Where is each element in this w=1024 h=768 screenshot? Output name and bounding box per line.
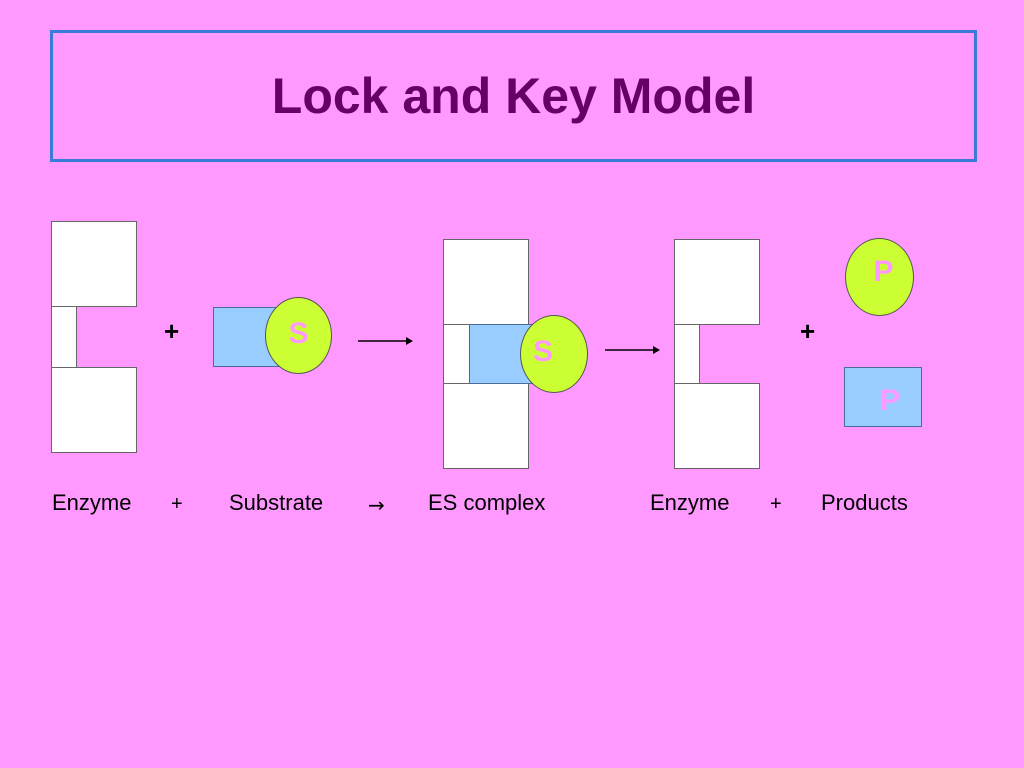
es-enzyme-active-site [443, 324, 470, 384]
enzyme-1-active-site [51, 306, 77, 368]
caption-plus-2: + [770, 493, 782, 515]
title-box: Lock and Key Model [50, 30, 977, 162]
caption-plus-1: + [171, 493, 183, 515]
caption-enzyme: Enzyme [52, 490, 132, 515]
substrate-letter: S [288, 316, 309, 350]
caption-es-complex: ES complex [428, 490, 546, 515]
product-rect-letter: P [880, 384, 901, 417]
enzyme-2-top-block [674, 239, 760, 325]
plus-sign-1: + [164, 316, 180, 346]
enzyme-1-top-block [51, 221, 137, 307]
substrate-circle: S [265, 297, 332, 374]
caption-arrow: → [368, 493, 385, 517]
caption-substrate: Substrate [229, 490, 324, 515]
es-enzyme-top-block [443, 239, 529, 325]
product-circle: P [845, 238, 914, 316]
reaction-arrow-2 [605, 346, 660, 354]
es-substrate-circle: S [520, 315, 588, 393]
product-circle-letter: P [873, 255, 894, 288]
enzyme-2-bottom-block [674, 383, 760, 469]
caption-enzyme-2: Enzyme [650, 490, 730, 515]
slide-title: Lock and Key Model [271, 68, 756, 124]
product-rect [844, 367, 922, 427]
caption-products: Products [821, 490, 908, 515]
enzyme-2-active-site [674, 324, 700, 384]
es-enzyme-bottom-block [443, 383, 529, 469]
es-substrate-letter: S [532, 335, 553, 368]
reaction-arrow-1 [358, 337, 413, 345]
enzyme-1-bottom-block [51, 367, 137, 453]
plus-sign-2: + [800, 316, 816, 346]
